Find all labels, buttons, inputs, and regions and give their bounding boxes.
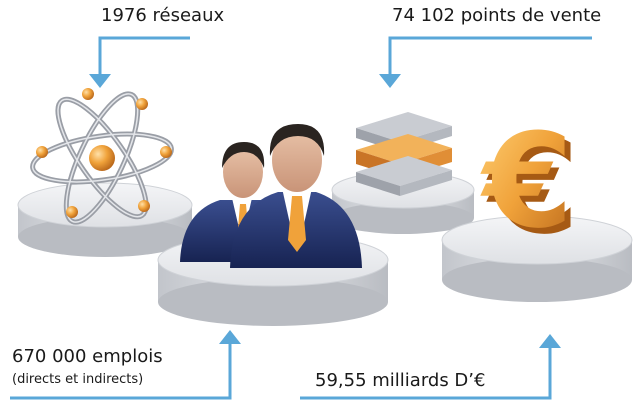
stat-revenue: 59,55 milliards D’€ — [315, 370, 486, 391]
svg-text:€: € — [480, 105, 573, 257]
platform-atom — [17, 182, 193, 257]
stacked-blocks-icon — [356, 112, 452, 196]
stat-points-of-sale: 74 102 points de vente — [392, 5, 602, 26]
stat-networks: 1976 réseaux — [101, 5, 225, 26]
stat-jobs-detail: (directs et indirects) — [12, 372, 144, 387]
arrow-points-of-sale — [379, 36, 592, 88]
atom-icon — [30, 88, 174, 225]
arrow-networks — [89, 36, 190, 88]
platform-euro — [441, 215, 633, 302]
business-people-icon — [180, 124, 362, 268]
euro-icon: € € — [480, 105, 579, 263]
svg-text:€: € — [486, 111, 579, 263]
arrow-jobs — [10, 330, 241, 400]
arrow-revenue — [300, 334, 561, 400]
stat-jobs: 670 000 emplois — [12, 346, 163, 367]
